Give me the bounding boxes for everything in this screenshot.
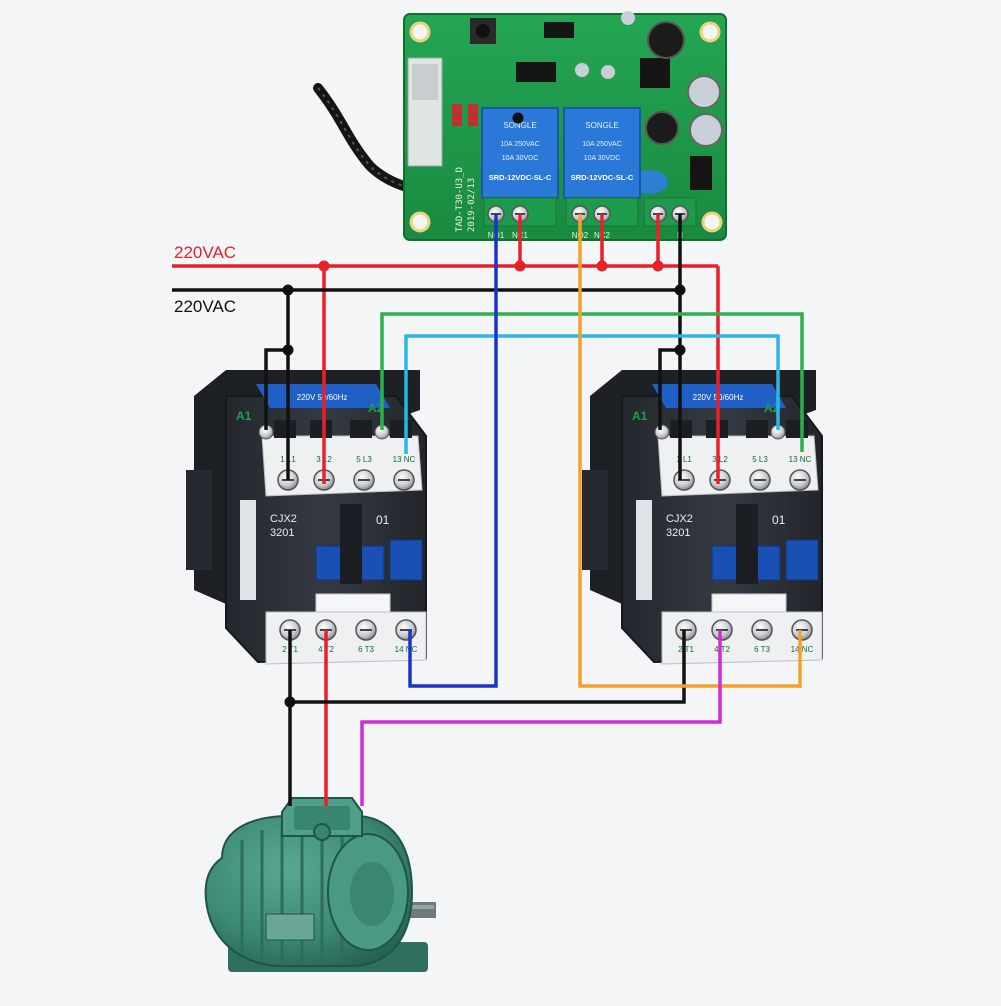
junction-dot [512, 112, 524, 124]
electric-motor-icon [204, 797, 436, 972]
control-wire-blue [408, 214, 498, 688]
side-label [240, 500, 256, 600]
contactor-model-line1: CJX2 [666, 513, 693, 525]
terminal-label-top: 1 L1 [676, 455, 692, 464]
mount-hole [699, 21, 721, 43]
coil-label-a1: A1 [236, 409, 252, 423]
coil-screw-a1 [654, 424, 670, 440]
interlock-wire-cyan [404, 334, 780, 454]
capacitor [689, 113, 723, 147]
contactor-model-line2: 3201 [666, 527, 690, 539]
contactor-model-line1: CJX2 [270, 513, 297, 525]
contactor-button [389, 539, 423, 581]
neutral-wire-contactor2-a1 [658, 348, 680, 430]
bottom-terminal-face [661, 611, 823, 665]
neutral-wire-cross [290, 630, 686, 704]
terminal-label-top: 3 L2 [712, 455, 728, 464]
capacitor [687, 75, 721, 109]
junction-dot [284, 696, 296, 708]
junction-dot [282, 284, 294, 296]
mount-hole [701, 211, 723, 233]
relay-brand: SONGLE [503, 121, 536, 130]
terminal-label-top: 13 NC [393, 455, 416, 464]
control-wire-orange [578, 214, 802, 688]
terminal-label-bottom: 4 T2 [714, 645, 730, 654]
relay-model: SRD-12VDC-SL-C [571, 173, 634, 182]
pcb-marking: TAD-T30-U3_D [455, 167, 465, 232]
terminal-label-top: 5 L3 [752, 455, 768, 464]
terminal-label-bottom: 14 NC [395, 645, 418, 654]
terminal-clamp [350, 420, 372, 438]
terminal-clamp [786, 420, 808, 438]
terminal-clamp [390, 420, 412, 438]
regulator [640, 58, 670, 88]
junction-dot [674, 344, 686, 356]
line-label: 220VAC [174, 243, 236, 262]
motor-nameplate [265, 913, 315, 941]
terminal-clamp [274, 420, 296, 438]
capacitor [647, 21, 685, 59]
aux-contact-label: 01 [376, 513, 390, 527]
relay-brand: SONGLE [585, 121, 618, 130]
junction-dots [282, 112, 686, 708]
pcb-date: 2019-02/13 [467, 178, 477, 232]
junction-dot [514, 260, 526, 272]
neutral-label: 220VAC [174, 297, 236, 316]
interlock-wire-green [380, 312, 804, 452]
contactor-model-line2: 3201 [270, 527, 294, 539]
junction-dot [596, 260, 608, 272]
mount-hole [409, 211, 431, 233]
relay-2: SONGLE 10A 250VAC 10A 30VDC SRD-12VDC-SL… [563, 107, 641, 199]
terminal-clamp [746, 420, 768, 438]
junction-dot [652, 260, 664, 272]
mount-hole [409, 21, 431, 43]
relay-rating: 10A 250VAC [500, 141, 540, 148]
terminal-label-top: 13 NC [789, 455, 812, 464]
terminal-label-bottom: 14 NC [791, 645, 814, 654]
terminal-label-bottom: 2 T1 [678, 645, 694, 654]
actuator-slot [340, 504, 362, 584]
bottom-terminal-face [265, 611, 427, 665]
contactor-rating: 220V 50/60Hz [297, 393, 348, 402]
contactor-button [785, 539, 819, 581]
side-label [636, 500, 652, 600]
din-clip [582, 470, 608, 570]
junction-dot [674, 284, 686, 296]
neutral-wire-contactor1-a1 [264, 348, 288, 430]
terminal-clamp [310, 420, 332, 438]
terminal-label-bottom: 6 T3 [358, 645, 374, 654]
relay-rating: 10A 250VAC [582, 141, 622, 148]
din-clip [186, 470, 212, 570]
antenna-icon [313, 83, 415, 193]
terminal-label-top: 5 L3 [356, 455, 372, 464]
relay-rating: 10A 30VDC [584, 155, 621, 162]
relay-rating: 10A 30VDC [502, 155, 539, 162]
terminal-label-bottom: 6 T3 [754, 645, 770, 654]
junction-dot [282, 344, 294, 356]
chip [544, 22, 574, 38]
coil-label-a2: A2 [368, 401, 384, 415]
coil-label-a1: A1 [632, 409, 648, 423]
actuator-slot [736, 504, 758, 584]
motor-wire-magenta [360, 630, 722, 806]
junction-dot [318, 260, 330, 272]
chip [516, 62, 556, 82]
receiver-board: SONGLE 10A 250VAC 10A 30VDC SRD-12VDC-SL… [313, 11, 727, 241]
aux-contact-label: 01 [772, 513, 786, 527]
relay-model: SRD-12VDC-SL-C [489, 173, 552, 182]
capacitor [645, 111, 679, 145]
coil-label-a2: A2 [764, 401, 780, 415]
